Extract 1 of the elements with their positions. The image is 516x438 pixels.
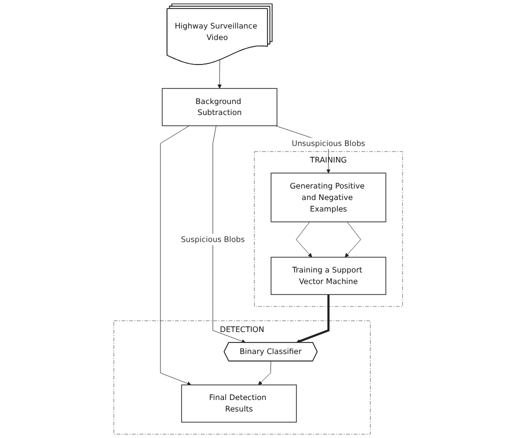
arrow [296, 294, 330, 344]
